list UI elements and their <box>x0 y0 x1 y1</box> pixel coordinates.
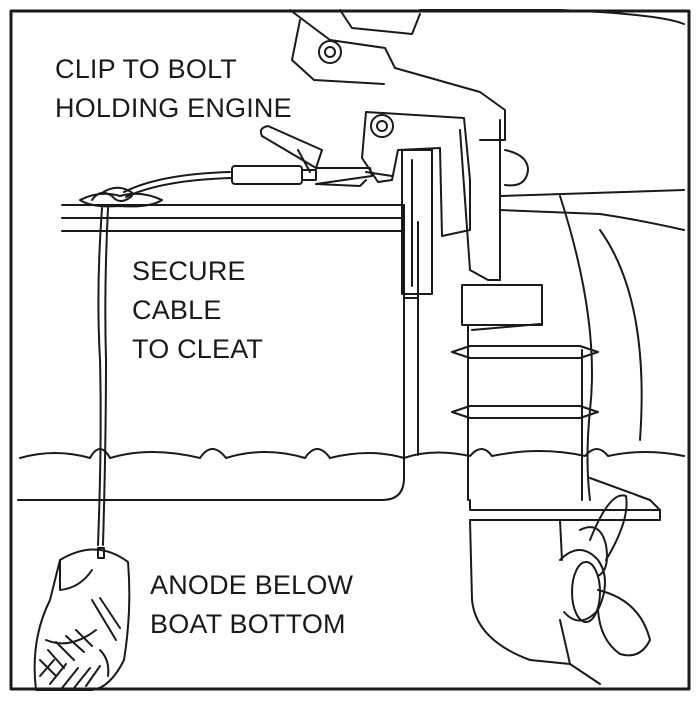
label-secure-line-1: SECURE <box>132 256 246 286</box>
anode-fish <box>33 547 131 691</box>
label-clip-line-1: CLIP TO BOLT <box>55 54 237 84</box>
engine-body <box>419 9 685 501</box>
label-clip-line-2: HOLDING ENGINE <box>55 93 292 123</box>
clip-connector <box>231 125 393 187</box>
label-clip-to-bolt: CLIP TO BOLT HOLDING ENGINE <box>55 50 292 128</box>
label-anode-line-2: BOAT BOTTOM <box>150 609 346 639</box>
frame-border <box>9 9 691 691</box>
label-anode-below: ANODE BELOW BOAT BOTTOM <box>150 566 353 644</box>
label-secure-line-3: TO CLEAT <box>132 334 264 364</box>
anode-cable <box>97 171 233 546</box>
waterline <box>19 448 685 459</box>
engine-bracket <box>289 9 506 295</box>
engine-shaft <box>451 325 661 521</box>
cleat <box>79 186 163 208</box>
label-secure-cable: SECURE CABLE TO CLEAT <box>132 252 263 369</box>
label-anode-line-1: ANODE BELOW <box>150 570 354 600</box>
label-secure-line-2: CABLE <box>132 295 222 325</box>
engine-lower-unit <box>469 494 651 685</box>
boat-hull <box>17 204 419 501</box>
